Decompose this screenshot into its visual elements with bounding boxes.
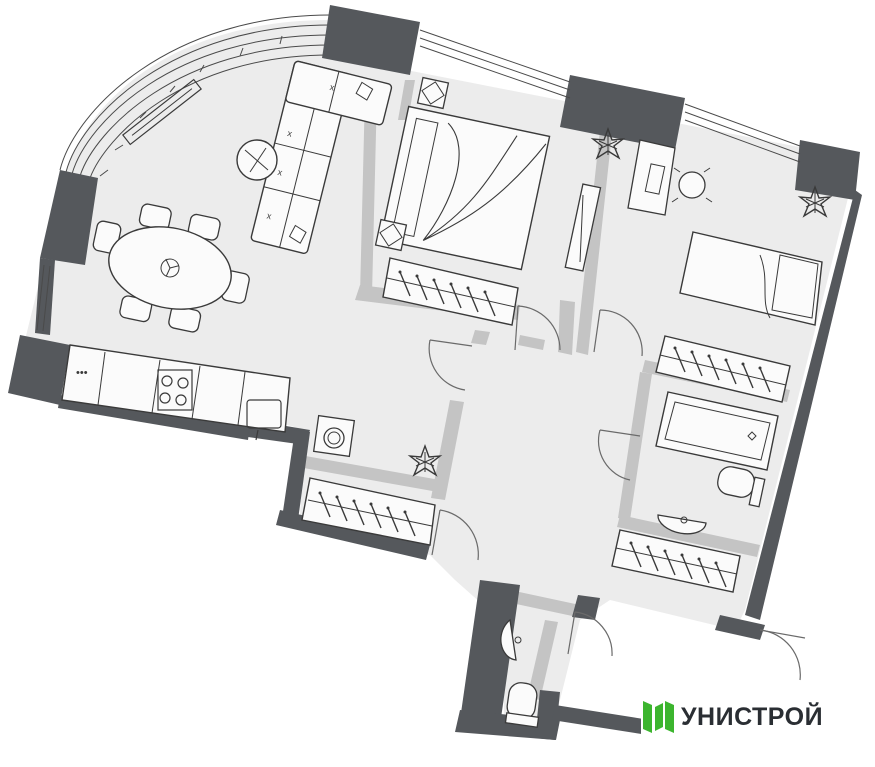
kitchen-counter: •••: [61, 344, 291, 441]
bathroom-wardrobe: [611, 529, 741, 593]
desk-bedroom1: [564, 183, 602, 272]
bedroom-wardrobe: [382, 257, 519, 326]
desk-bedroom2: [627, 139, 676, 216]
svg-text:x: x: [277, 167, 284, 178]
brand-name: УНИСТРОЙ: [681, 702, 824, 731]
svg-text:x: x: [286, 128, 293, 139]
toilet-bath: [717, 466, 766, 508]
cooktop: [157, 369, 193, 411]
nightstand-bottom: [374, 218, 408, 252]
dining-table: [92, 203, 250, 333]
office-chair: [671, 167, 713, 203]
wc-toilet: [504, 682, 540, 728]
hallway-wardrobe: [301, 477, 436, 546]
svg-text:x: x: [266, 210, 273, 221]
brand-logo-block: УНИСТРОЙ: [641, 688, 831, 746]
windows: [36, 29, 801, 332]
svg-text:x: x: [329, 82, 336, 93]
curved-window: [59, 14, 331, 179]
nightstand-top: [416, 76, 450, 110]
bathroom-sink: [657, 514, 707, 535]
coffee-table: [236, 139, 278, 181]
single-bed: [679, 231, 823, 326]
double-bed: [379, 105, 551, 271]
washing-machine: [312, 414, 356, 458]
kitchen-sink: [246, 399, 282, 441]
door-swings: [428, 305, 806, 681]
svg-text:•••: •••: [76, 367, 88, 379]
wc-sink: [500, 618, 522, 661]
bathtub: [655, 391, 779, 471]
bedroom2-wardrobe: [655, 335, 791, 403]
brand-mark-icon: [643, 701, 674, 733]
sofa: x x x x: [250, 60, 393, 254]
radiator: [122, 78, 202, 146]
